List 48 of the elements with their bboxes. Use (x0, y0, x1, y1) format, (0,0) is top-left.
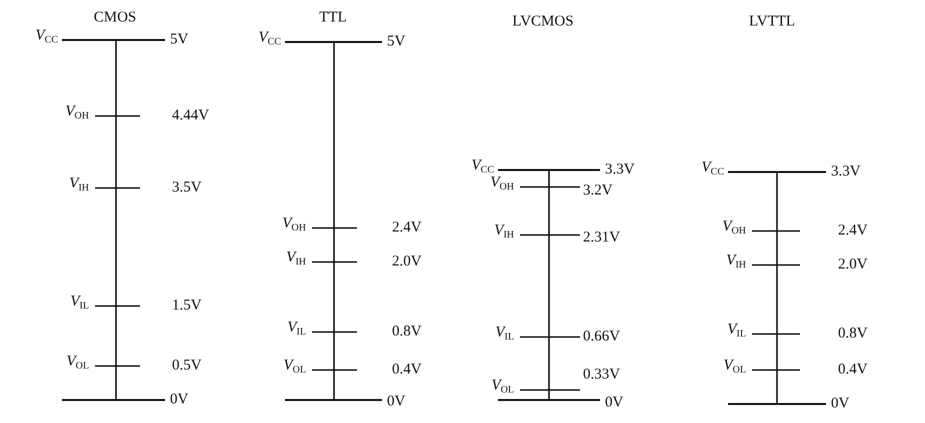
voltage-value: 2.0V (838, 258, 868, 272)
voltage-value: 0V (170, 392, 188, 408)
voltage-value: 3.3V (831, 164, 861, 180)
voltage-level-name: V$_{OL}$ (66, 354, 89, 372)
voltage-level-name: V$_{IH}$ (69, 176, 89, 194)
voltage-value: 2.4V (838, 224, 868, 238)
voltage-level-name: V$_{CC}$ (35, 28, 58, 46)
voltage-value: 0V (831, 396, 850, 412)
voltage-level-name: V$_{OH}$ (282, 216, 306, 234)
voltage-value: 2.31V (583, 230, 620, 246)
voltage-level-name: V$_{IL}$ (70, 294, 89, 312)
voltage-level-name: V$_{IL}$ (287, 320, 306, 338)
logic-family-title: LVTTL (748, 14, 796, 30)
voltage-value: 0.4V (838, 362, 868, 378)
voltage-value: 3.2V (583, 184, 613, 198)
voltage-level-name: V$_{IH}$ (494, 224, 514, 240)
voltage-value: 1.5V (172, 298, 202, 314)
voltage-value: 0V (605, 396, 624, 410)
voltage-value: 0.8V (392, 324, 422, 340)
voltage-value: 0.33V (583, 368, 620, 382)
voltage-value: 0V (387, 394, 406, 410)
voltage-level-name: V$_{OL}$ (723, 358, 746, 376)
voltage-level-name: V$_{OH}$ (722, 220, 746, 236)
voltage-value: 4.44V (172, 108, 210, 124)
voltage-level-name: V$_{CC}$ (701, 160, 724, 178)
voltage-value: 2.0V (392, 254, 422, 270)
voltage-level-name: V$_{IL}$ (727, 322, 746, 340)
voltage-level-name: V$_{OL}$ (283, 358, 306, 376)
voltage-value: 3.5V (172, 180, 202, 196)
voltage-value: 5V (170, 32, 188, 48)
voltage-level-name: V$_{CC}$ (258, 30, 281, 48)
voltage-value: 0.5V (172, 358, 202, 374)
voltage-value: 0.4V (392, 362, 422, 378)
voltage-value: 0.66V (583, 330, 620, 344)
logic-family-title: TTL (319, 10, 347, 26)
logic-family-title: LVCMOS (512, 14, 574, 30)
voltage-level-name: V$_{CC}$ (471, 158, 494, 176)
voltage-level-name: V$_{OH}$ (490, 176, 514, 192)
voltage-level-name: V$_{IL}$ (495, 326, 514, 342)
voltage-level-name: V$_{OH}$ (65, 104, 89, 122)
voltage-level-name: V$_{OL}$ (491, 378, 514, 396)
voltage-level-name: V$_{IH}$ (726, 254, 746, 270)
voltage-value: 2.4V (392, 220, 422, 236)
voltage-value: 5V (387, 34, 406, 50)
voltage-value: 3.3V (605, 162, 635, 178)
voltage-value: 0.8V (838, 326, 868, 342)
logic-family-title: CMOS (94, 10, 136, 26)
voltage-level-name: V$_{IH}$ (286, 250, 306, 268)
